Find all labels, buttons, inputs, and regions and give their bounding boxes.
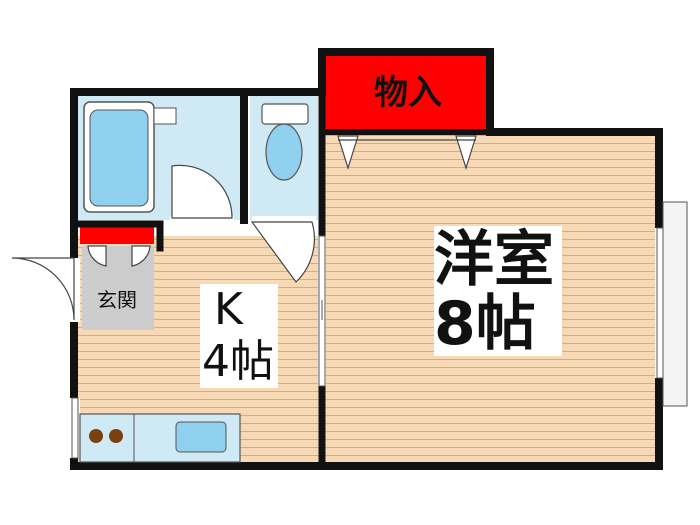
entrance-door-gap — [70, 258, 80, 322]
closet-block — [322, 56, 486, 132]
kitchen-size: 4帖 — [202, 336, 274, 387]
kitchen-sink-icon — [175, 421, 227, 453]
western-room-name: 洋室 — [434, 225, 554, 295]
western-room-size: 8帖 — [434, 289, 536, 359]
western-room-label-bg — [434, 226, 562, 356]
closet-doors — [337, 135, 477, 171]
entrance-label: 玄関 — [97, 288, 137, 312]
bath-door-gap — [170, 216, 234, 228]
window-marks — [71, 201, 688, 459]
bathtub-icon — [83, 101, 177, 213]
kitchen-label-bg — [200, 284, 278, 388]
stove-burner-right — [109, 429, 123, 443]
door-swings — [11, 164, 315, 321]
toilet-icon — [261, 103, 309, 181]
shoe-cabinet — [80, 226, 154, 244]
stove-burner-left — [89, 429, 103, 443]
kitchen-name: K — [214, 284, 243, 335]
kitchen-counter — [79, 413, 241, 463]
walls — [70, 48, 663, 470]
closet-label: 物入 — [374, 73, 442, 113]
